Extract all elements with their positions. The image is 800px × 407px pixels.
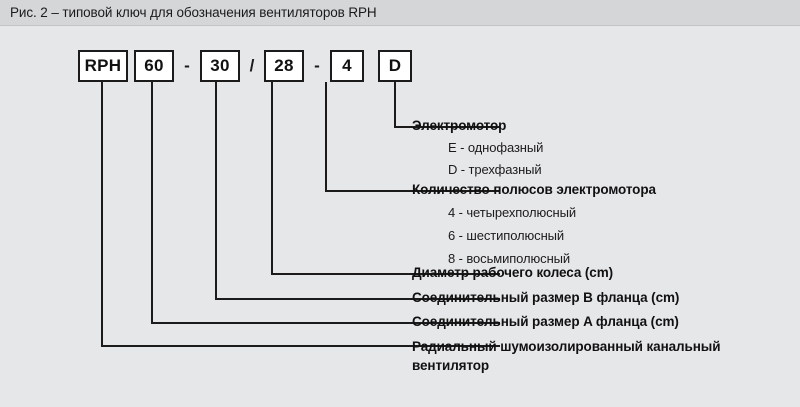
legend-title-fan-type: Радиальный шумоизолированный канальный в… (412, 339, 721, 373)
legend-option-eight-pole: 8 - восьмиполюсный (448, 251, 571, 266)
code-box-impeller-diameter[interactable]: 28 (264, 50, 304, 82)
leader-hline-impeller-diameter (271, 273, 500, 275)
legend-title-flange-a: Соединительный размер A фланца (cm) (412, 314, 679, 329)
leader-vline-pole-count (325, 82, 327, 192)
legend-option-motor-single-phase: E - однофазный (448, 140, 544, 155)
leader-vline-motor-type (394, 82, 396, 128)
legend-option-four-pole: 4 - четырехполюсный (448, 205, 577, 220)
code-separator-slash: / (249, 56, 255, 75)
leader-hline-flange-b (215, 298, 500, 300)
leader-hline-motor-type (394, 126, 500, 128)
code-separator-dash-2: - (314, 56, 320, 75)
legend-title-pole-count: Количество полюсов электромотора (412, 182, 656, 197)
figure-caption: Рис. 2 – типовой ключ для обозначения ве… (10, 5, 377, 20)
figure-header-band: Рис. 2 – типовой ключ для обозначения ве… (0, 0, 800, 26)
legend-title-motor-type: Электромотор (412, 118, 507, 133)
code-box-rph[interactable]: RPH (78, 50, 128, 82)
legend-title-flange-b: Соединительный размер B фланца (cm) (412, 290, 680, 305)
leader-hline-flange-a (151, 322, 500, 324)
code-box-pole-count[interactable]: 4 (330, 50, 364, 82)
leader-hline-fan-type (101, 345, 500, 347)
leader-hline-pole-count (325, 190, 500, 192)
legend-option-motor-three-phase: D - трехфазный (448, 162, 542, 177)
leader-vline-impeller-diameter (271, 82, 273, 275)
leader-vline-flange-a (151, 82, 153, 324)
code-box-flange-b[interactable]: 30 (200, 50, 240, 82)
leader-vline-flange-b (215, 82, 217, 300)
code-separator-dash-1: - (184, 56, 190, 75)
legend-option-six-pole: 6 - шестиполюсный (448, 228, 565, 243)
code-box-flange-a[interactable]: 60 (134, 50, 174, 82)
code-box-motor-type[interactable]: D (378, 50, 412, 82)
legend-title-impeller-diameter: Диаметр рабочего колеса (cm) (412, 265, 613, 280)
leader-vline-fan-type (101, 82, 103, 347)
